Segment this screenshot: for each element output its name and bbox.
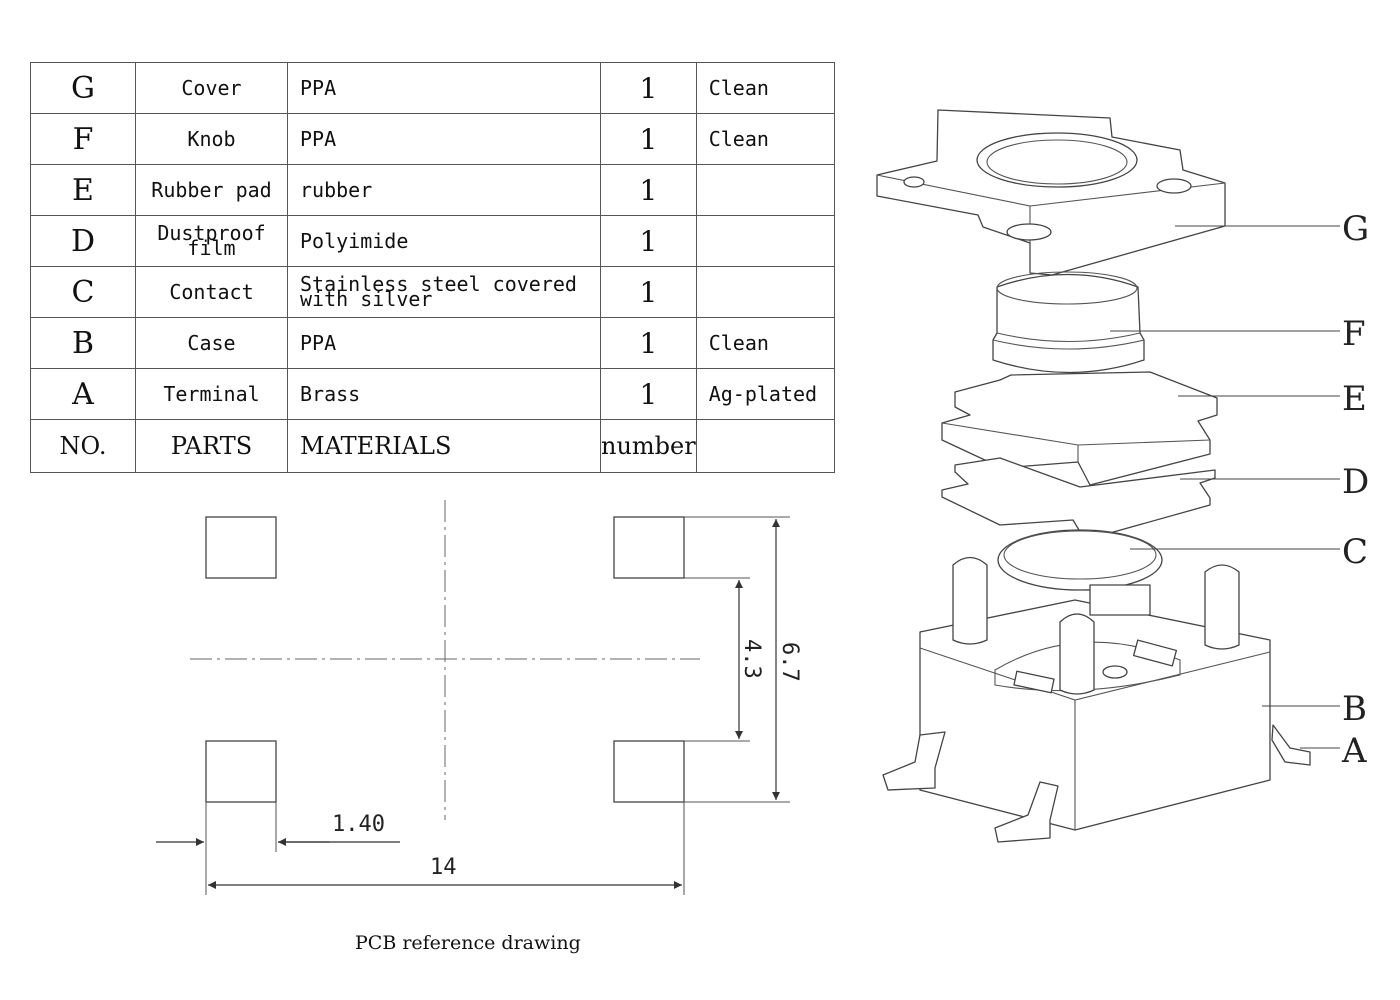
part-d-dustproof-film bbox=[941, 457, 1216, 541]
bom-cell-no: B bbox=[30, 317, 136, 369]
bom-cell-no: D bbox=[30, 215, 136, 267]
bom-cell-material: Stainless steel covered with silver bbox=[287, 266, 601, 318]
part-a-terminal bbox=[882, 724, 1311, 843]
bom-cell-material: Brass bbox=[287, 368, 601, 420]
bom-cell-qty: 1 bbox=[600, 62, 697, 114]
callout-f: F bbox=[1342, 314, 1366, 354]
bom-cell-qty: 1 bbox=[600, 266, 697, 318]
dim-overall-width-label: 14 bbox=[430, 855, 457, 880]
bom-cell-no: C bbox=[30, 266, 136, 318]
bom-cell-no: G bbox=[30, 62, 136, 114]
pcb-reference-drawing: 1.40 14 4.3 6.7 bbox=[156, 500, 802, 895]
bom-cell-material: Polyimide bbox=[287, 215, 601, 267]
callout-c: C bbox=[1342, 532, 1368, 572]
pad-bottom-left bbox=[205, 740, 277, 803]
bom-cell-qty: 1 bbox=[600, 164, 697, 216]
bom-cell-remark bbox=[695, 419, 835, 473]
bom-cell-material: PPA bbox=[287, 113, 601, 165]
pad-bottom-right bbox=[613, 740, 685, 803]
bom-cell-remark: Clean bbox=[695, 62, 835, 114]
callout-b: B bbox=[1342, 689, 1367, 729]
bom-cell-remark: Clean bbox=[695, 317, 835, 369]
part-f-knob bbox=[992, 271, 1145, 374]
bom-cell-part: PARTS bbox=[135, 419, 288, 473]
bom-cell-part: Cover bbox=[135, 62, 288, 114]
bom-cell-remark bbox=[695, 164, 835, 216]
bom-cell-part: Contact bbox=[135, 266, 288, 318]
part-c-contact bbox=[997, 529, 1163, 591]
callout-e: E bbox=[1342, 379, 1367, 419]
bom-cell-part: Rubber pad bbox=[135, 164, 288, 216]
bom-cell-part: Dustproof film bbox=[135, 215, 288, 267]
callout-d: D bbox=[1342, 462, 1369, 502]
bom-cell-material: MATERIALS bbox=[287, 419, 601, 473]
pad-top-left bbox=[205, 516, 277, 579]
bom-cell-part: Knob bbox=[135, 113, 288, 165]
bom-cell-part: Terminal bbox=[135, 368, 288, 420]
bom-cell-remark: Ag-plated bbox=[695, 368, 835, 420]
pcb-pads bbox=[205, 516, 685, 803]
dimension-lines bbox=[156, 519, 780, 889]
bom-cell-remark bbox=[695, 215, 835, 267]
callout-g: G bbox=[1342, 209, 1369, 249]
dim-inner-height-label: 4.3 bbox=[739, 639, 764, 679]
bom-cell-no: E bbox=[30, 164, 136, 216]
centerlines bbox=[190, 500, 700, 820]
bom-cell-remark: Clean bbox=[695, 113, 835, 165]
part-g-cover bbox=[876, 109, 1226, 276]
pad-top-right bbox=[613, 516, 685, 579]
callout-a: A bbox=[1341, 731, 1367, 771]
exploded-view: G F E D C B A bbox=[876, 109, 1369, 843]
dim-pad-width-label: 1.40 bbox=[332, 812, 385, 837]
pcb-caption: PCB reference drawing bbox=[355, 932, 581, 954]
bom-cell-qty: 1 bbox=[600, 113, 697, 165]
part-e-rubber-pad bbox=[941, 371, 1218, 486]
bom-cell-qty: number bbox=[600, 419, 697, 473]
dim-outer-height-label: 6.7 bbox=[777, 642, 802, 682]
bom-cell-qty: 1 bbox=[600, 317, 697, 369]
bom-cell-no: A bbox=[30, 368, 136, 420]
part-b-case bbox=[919, 556, 1271, 831]
leader-lines bbox=[1110, 225, 1340, 749]
extension-lines bbox=[205, 516, 790, 895]
